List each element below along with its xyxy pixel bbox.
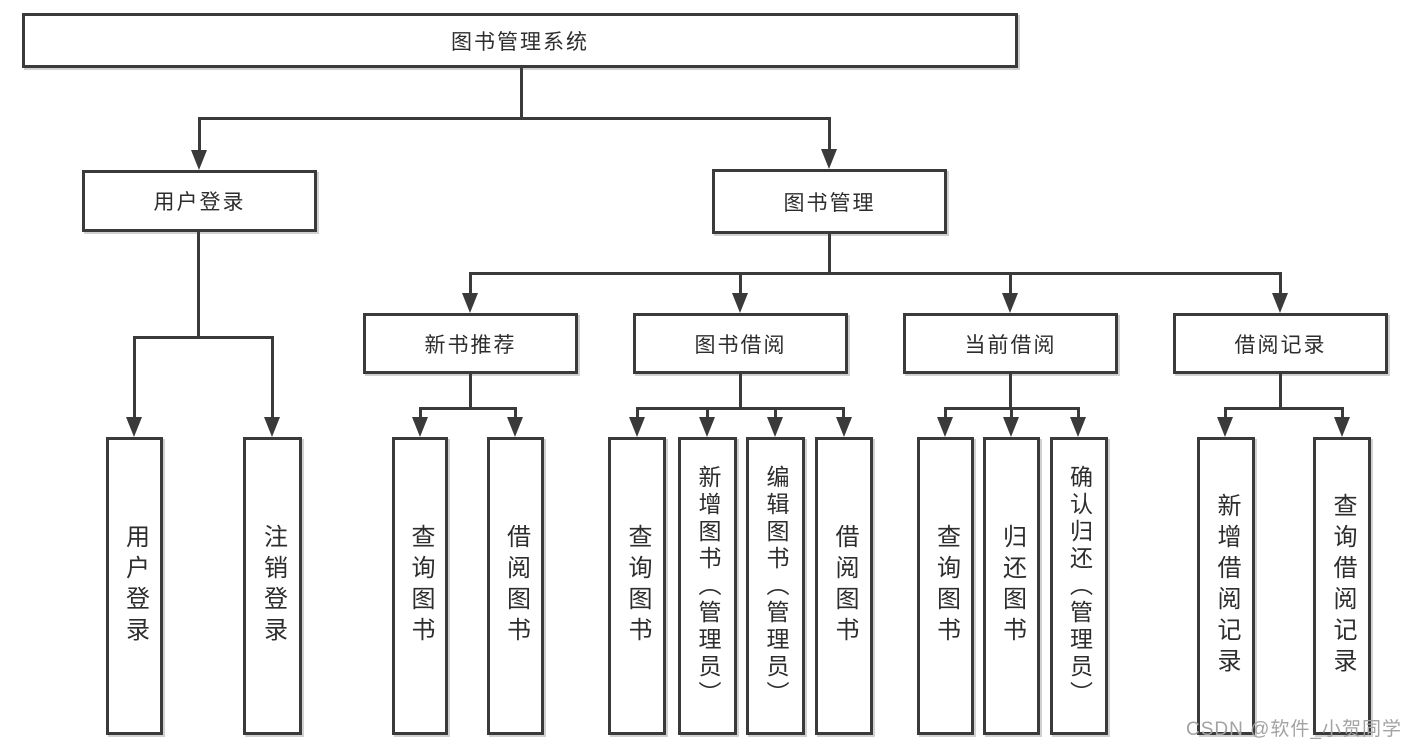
node-label: 编辑图书（管理员） [763,464,789,708]
node-new-book-recommend: 新书推荐 [363,313,578,374]
connector-line [842,407,845,419]
leaf-edit-books-admin: 编辑图书（管理员） [746,437,805,735]
node-label: 查询图书 [407,524,434,648]
connector-line [197,232,200,338]
node-label: 借阅记录 [1234,333,1327,357]
node-label: 新增图书（管理员） [695,464,721,708]
leaf-user-login: 用户登录 [106,437,163,735]
arrow-down-icon [264,417,280,437]
connector-line [636,407,845,410]
connector-line [133,336,136,419]
connector-line [469,374,472,409]
arrow-down-icon [836,417,852,437]
node-label: 图书管理系统 [451,30,589,54]
leaf-borrow-books-1: 借阅图书 [487,437,544,735]
node-user-login: 用户登录 [82,170,317,232]
arrow-down-icon [1272,293,1288,313]
node-label: 查询借阅记录 [1329,493,1356,679]
connector-line [1224,407,1344,410]
connector-line [1279,272,1282,295]
node-label: 用户登录 [153,191,246,214]
arrow-down-icon [1070,417,1086,437]
node-book-borrowing: 图书借阅 [633,313,848,374]
arrow-down-icon [1002,293,1018,313]
connector-line [271,336,274,419]
arrow-down-icon [629,417,645,437]
node-label: 借阅图书 [502,524,530,648]
arrow-down-icon [937,417,953,437]
connector-line [774,407,777,419]
connector-line [198,117,831,120]
arrow-down-icon [462,293,478,313]
node-label: 新增借阅记录 [1213,493,1240,679]
node-label: 查询图书 [932,524,960,648]
connector-line [419,407,517,410]
connector-line [828,117,831,153]
node-label: 查询图书 [624,524,651,648]
arrow-down-icon [821,149,837,169]
leaf-query-books-2: 查询图书 [608,437,666,735]
arrow-down-icon [507,417,523,437]
node-root-library-system: 图书管理系统 [22,13,1018,68]
arrow-down-icon [412,417,428,437]
connector-line [419,407,422,419]
arrow-down-icon [191,150,207,170]
leaf-query-books-1: 查询图书 [392,437,448,735]
node-current-borrowing: 当前借阅 [903,313,1118,374]
node-label: 借阅图书 [831,524,858,648]
arrow-down-icon [732,293,748,313]
csdn-watermark: CSDN @软件_小贺同学 [1186,719,1402,740]
connector-line [469,272,1282,275]
connector-line [1224,407,1227,419]
connector-line [1009,272,1012,295]
node-label: 归还图书 [998,524,1026,648]
node-book-management: 图书管理 [712,169,947,234]
arrow-down-icon [699,417,715,437]
leaf-add-books-admin: 新增图书（管理员） [678,437,737,735]
arrow-down-icon [1003,417,1019,437]
connector-line [739,272,742,295]
leaf-borrow-books-2: 借阅图书 [815,437,873,735]
leaf-add-borrow-record: 新增借阅记录 [1197,437,1255,735]
node-label: 新书推荐 [424,333,517,357]
connector-line [1279,374,1282,409]
arrow-down-icon [767,417,783,437]
connector-line [636,407,639,419]
connector-line [1010,407,1013,419]
leaf-query-borrow-record: 查询借阅记录 [1313,437,1371,735]
node-label: 确认归还（管理员） [1066,464,1093,708]
connector-line [469,272,472,295]
leaf-confirm-return-admin: 确认归还（管理员） [1050,437,1108,735]
arrow-down-icon [126,417,142,437]
leaf-logout: 注销登录 [243,437,302,735]
leaf-return-books: 归还图书 [983,437,1040,735]
connector-line [1009,374,1012,409]
connector-line [828,233,831,274]
connector-line [944,407,947,419]
node-label: 图书借阅 [694,333,787,357]
arrow-down-icon [1217,417,1233,437]
node-label: 注销登录 [259,524,287,648]
arrow-down-icon [1334,417,1350,437]
connector-line [1077,407,1080,419]
connector-line [739,374,742,409]
connector-line [514,407,517,419]
connector-line [133,336,274,339]
node-label: 当前借阅 [964,333,1057,357]
connector-line [198,117,201,153]
node-label: 图书管理 [783,191,876,215]
node-label: 用户登录 [121,524,149,648]
connector-line [706,407,709,419]
leaf-query-books-3: 查询图书 [917,437,974,735]
node-borrowing-records: 借阅记录 [1173,313,1388,374]
connector-line [520,68,523,118]
connector-line [1341,407,1344,419]
